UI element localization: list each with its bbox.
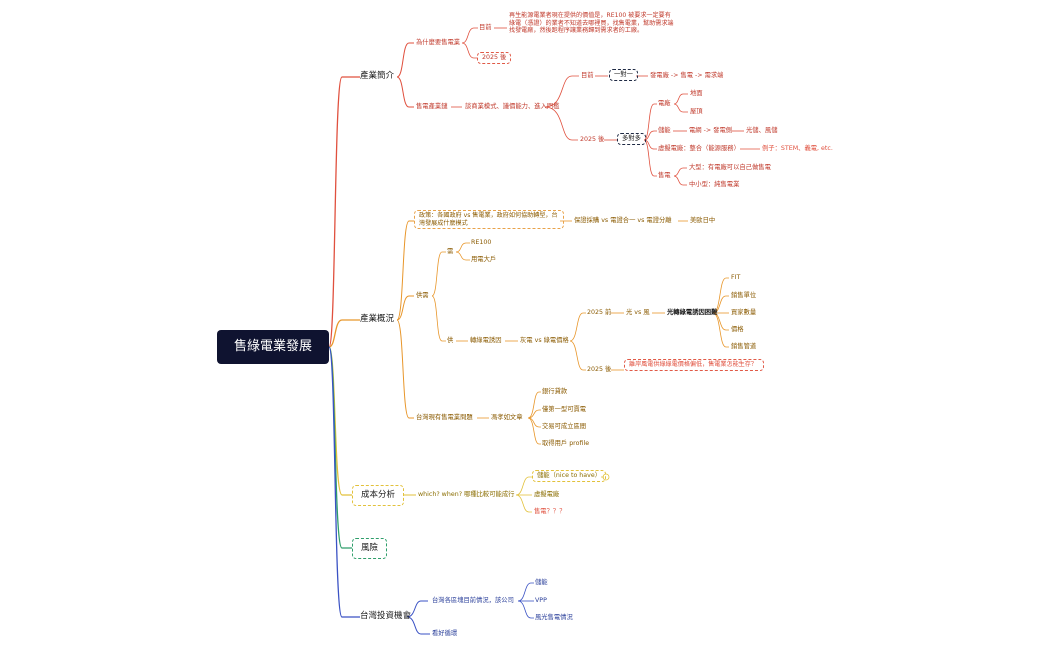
branch-industry-intro[interactable]: 產業簡介	[360, 71, 395, 81]
node-policy-options[interactable]: 保證採購 vs 電證合一 vs 電證分離	[574, 217, 672, 224]
node-solar-difficulty[interactable]: 光轉綠電誘因困難	[667, 309, 718, 316]
node-buyers[interactable]: 買家數量	[731, 309, 757, 316]
node-sell[interactable]: 售電	[658, 172, 671, 179]
node-incentive[interactable]: 轉綠電誘因	[470, 337, 502, 344]
node-chain-desc[interactable]: 談商業模式、議價能力、進入門檻	[465, 103, 560, 110]
node-trade-range[interactable]: 交易可成立區間	[542, 423, 587, 430]
node-grid[interactable]: 電網 -> 發電側	[689, 127, 733, 134]
node-which-when[interactable]: which? when? 哪種比較可能成行	[418, 491, 515, 498]
node-now[interactable]: 目前	[479, 24, 492, 31]
node-sales-unit[interactable]: 銷售單位	[731, 292, 757, 299]
branch-risk[interactable]: 風險	[352, 538, 388, 559]
node-small[interactable]: 中小型：純售電業	[689, 181, 740, 188]
node-big-users[interactable]: 用電大戶	[471, 256, 497, 263]
node-policy[interactable]: 政策：各國政府 vs 售電業，政府如何協助轉型，台灣發展成什麼模式	[414, 210, 564, 230]
node-fit[interactable]: FIT	[731, 274, 741, 281]
node-article[interactable]: 馮孝如文章	[491, 414, 523, 421]
root-node[interactable]: 售綠電業發展	[217, 330, 329, 364]
node-storage[interactable]: 儲能	[658, 127, 671, 134]
node-user-profile[interactable]: 取得用戶 profile	[542, 440, 590, 447]
node-cost-vpp[interactable]: 虛擬電廠	[534, 491, 560, 498]
node-bank-loan[interactable]: 銀行貸款	[542, 388, 568, 395]
node-roof[interactable]: 屋頂	[690, 108, 703, 115]
node-solar-vs-wind[interactable]: 光 vs 風	[626, 309, 650, 316]
node-supply-demand[interactable]: 供需	[416, 292, 429, 299]
node-2025-before[interactable]: 2025 前	[587, 309, 612, 316]
node-tw-status[interactable]: 台灣各區塊目前情況，該公司	[432, 597, 514, 604]
node-one-to-one[interactable]: 一對一	[609, 69, 638, 81]
node-channel[interactable]: 銷售管道	[731, 343, 757, 350]
node-cost-sell[interactable]: 售電？？？	[534, 508, 566, 515]
branch-industry-overview[interactable]: 產業概況	[360, 314, 395, 324]
node-2025-after-1[interactable]: 2025 後	[477, 52, 512, 64]
node-why-sell[interactable]: 為什麼要售電業	[416, 39, 461, 46]
node-tw-problems[interactable]: 台灣現有售電業問題	[416, 414, 473, 421]
node-price-gap[interactable]: 灰電 vs 綠電價格	[520, 337, 569, 344]
node-now-text[interactable]: 再生能源電業者現在提供的價值是，RE100 被要求一定要有綠電（憑證）的業者不知…	[509, 12, 674, 35]
node-inv-vpp[interactable]: VPP	[535, 597, 547, 604]
branch-tw-investment[interactable]: 台灣投資機會	[360, 611, 412, 621]
node-2025-after-2[interactable]: 2025 後	[587, 366, 612, 373]
node-vpp[interactable]: 虛擬電廠：整合（能源服務）	[658, 145, 740, 152]
node-inv-storage[interactable]: 儲能	[535, 579, 548, 586]
node-supply[interactable]: 供	[447, 337, 454, 344]
node-type1-only[interactable]: 僅第一型可賣電	[542, 406, 587, 413]
node-inv-wind-solar[interactable]: 風光售電情況	[535, 614, 573, 621]
node-one-flow[interactable]: 發電廠 -> 售電 -> 需求端	[650, 72, 724, 79]
node-offshore-question[interactable]: 離岸風電供綠綠電價格偏低，售電業怎能生存？	[624, 359, 764, 371]
node-pick[interactable]: 看好循環	[432, 630, 458, 637]
node-big[interactable]: 大型：有電廠可以自己做售電	[689, 164, 771, 171]
node-chain[interactable]: 售電產業鏈	[416, 103, 448, 110]
node-chain-after[interactable]: 2025 後	[580, 136, 605, 143]
node-plant[interactable]: 電廠	[658, 100, 671, 107]
node-chain-now[interactable]: 目前	[581, 72, 594, 79]
node-demand[interactable]: 需	[447, 248, 454, 255]
node-re100[interactable]: RE100	[471, 239, 492, 246]
node-price[interactable]: 價格	[731, 326, 744, 333]
node-land[interactable]: 地面	[690, 90, 703, 97]
node-vpp-example[interactable]: 例子：STEM、義電, etc.	[762, 145, 833, 152]
node-storage-types[interactable]: 光儲、風儲	[746, 127, 778, 134]
node-many-to-many[interactable]: 多對多	[617, 133, 646, 145]
branch-cost-analysis[interactable]: 成本分析	[352, 485, 405, 506]
node-cost-storage[interactable]: 儲能（nice to have）	[532, 470, 607, 482]
node-regions[interactable]: 美歐日中	[690, 217, 716, 224]
